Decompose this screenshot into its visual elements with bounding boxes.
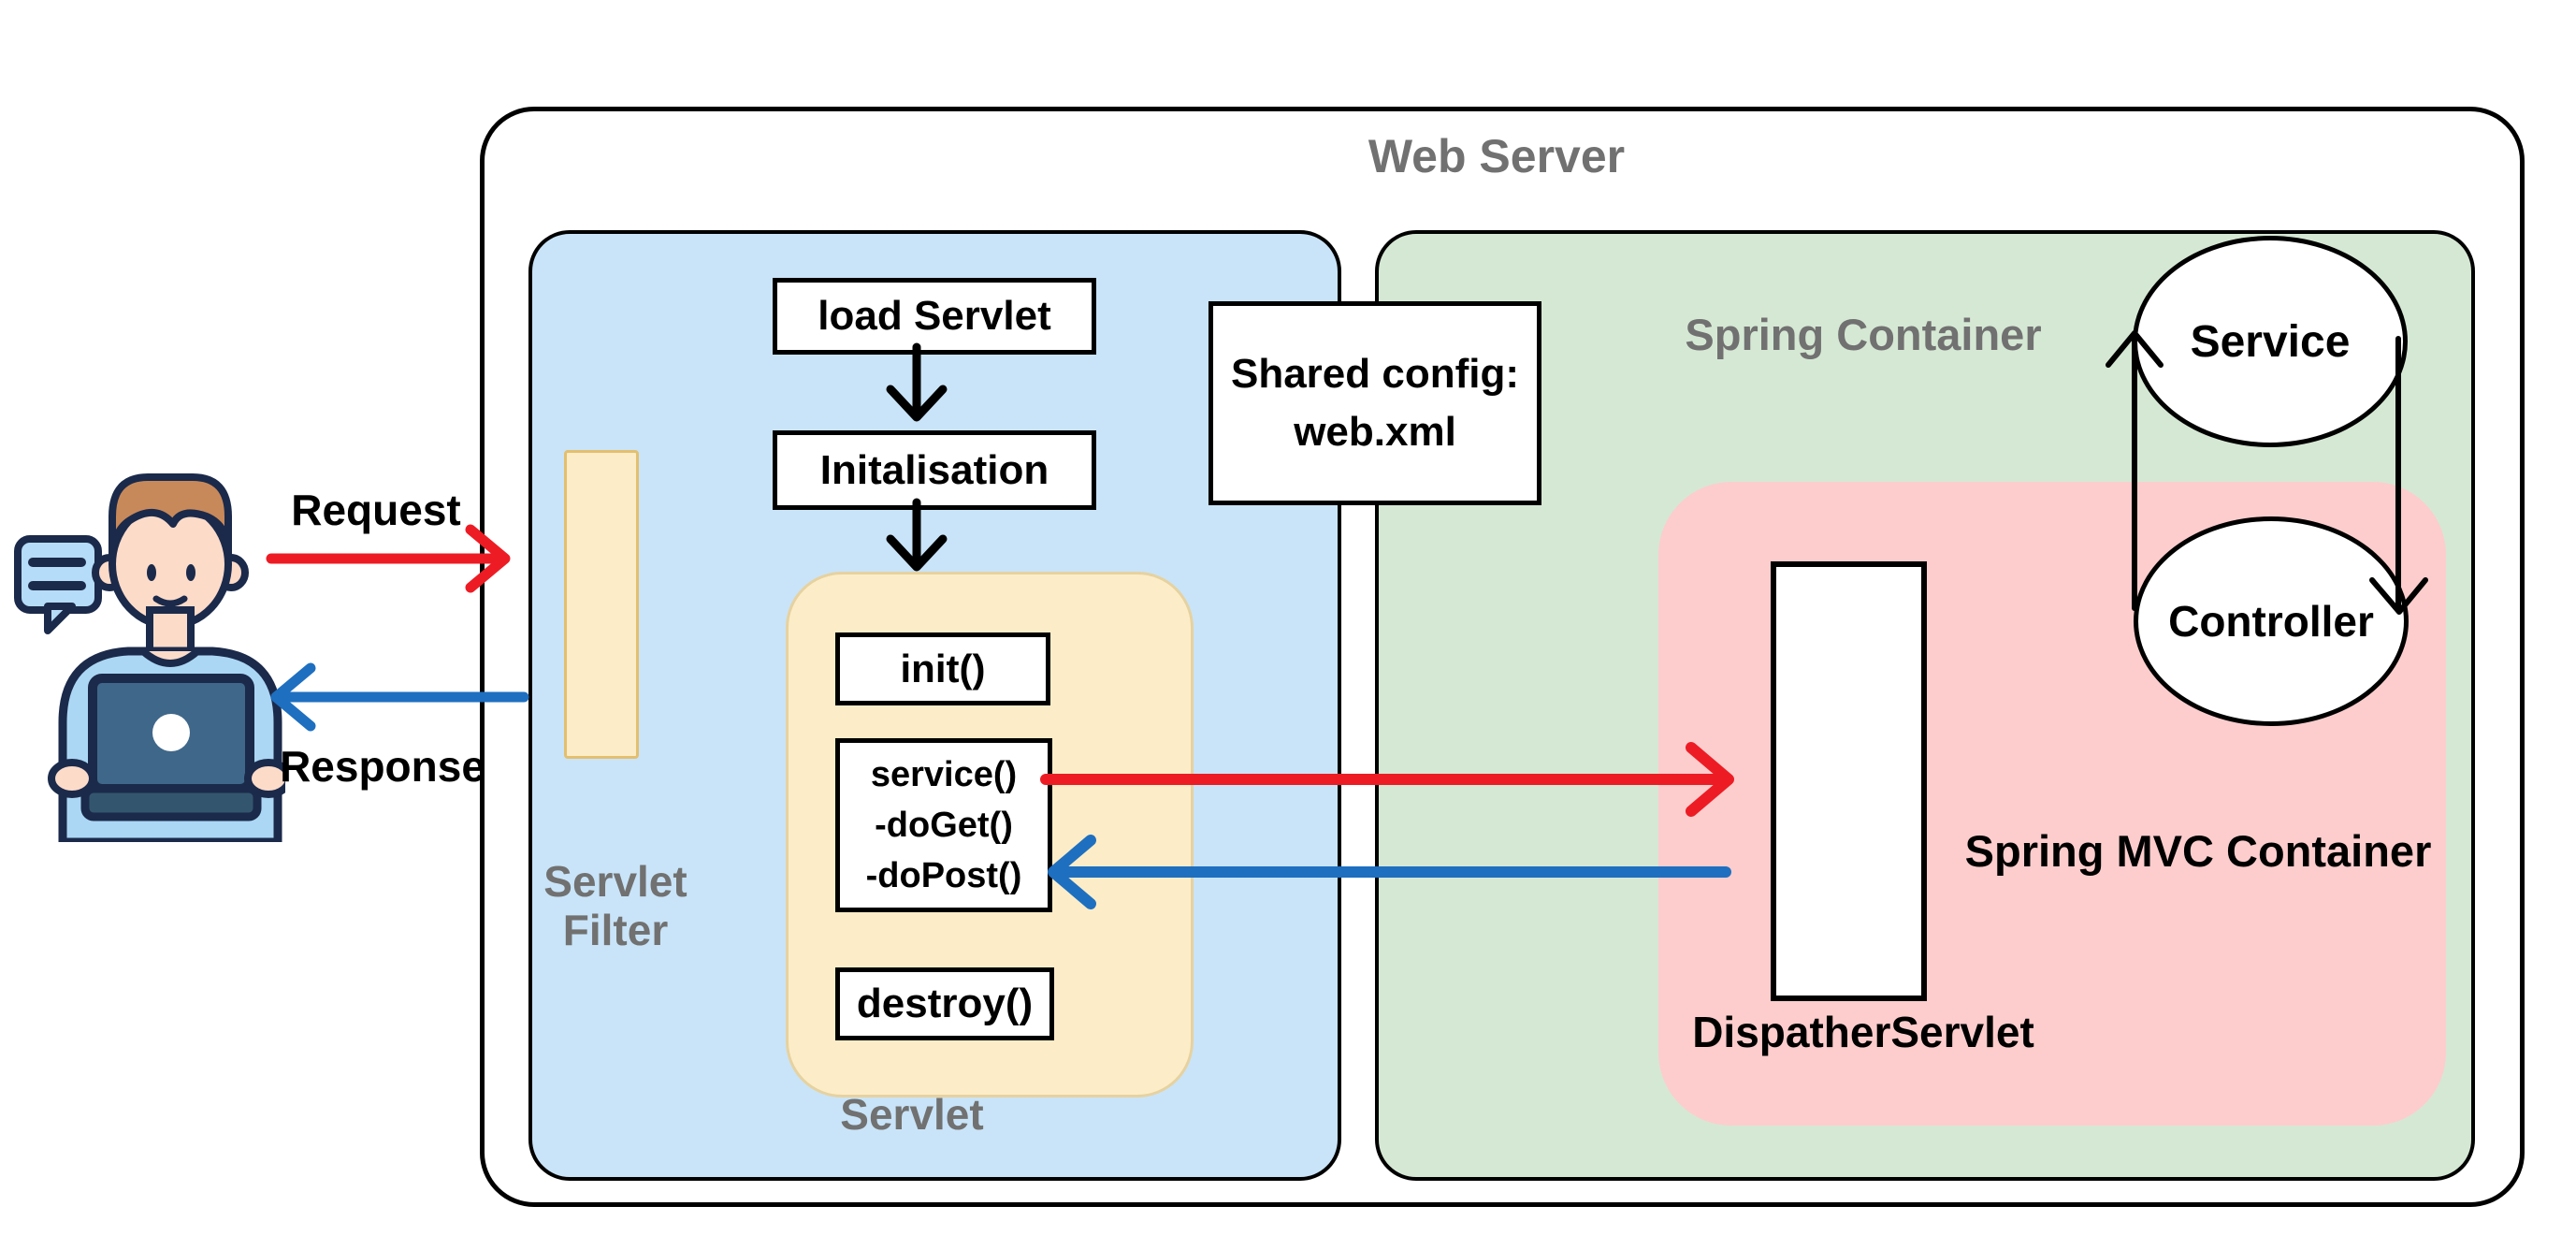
servlet-label: Servlet [840, 1090, 984, 1139]
request-label: Request [291, 486, 461, 534]
load-servlet-box: load Servlet [773, 278, 1096, 355]
initialisation-box: Initalisation [773, 430, 1096, 510]
request-arrow [266, 524, 511, 593]
service-method-box: service() -doGet() -doPost() [835, 738, 1052, 912]
shared-config-line1: Shared config: [1230, 351, 1520, 397]
servlet-filter-label: Servlet Filter [494, 857, 737, 954]
laptop-icon [48, 674, 285, 821]
dispatcher-servlet-label: DispatherServlet [1692, 1008, 2034, 1056]
destroy-method-box: destroy() [835, 967, 1054, 1040]
web-server-title: Web Server [1368, 130, 1626, 182]
doget-method-line: -doGet() [875, 806, 1013, 845]
service-node: Service [2133, 236, 2408, 447]
shared-config-line2: web.xml [1294, 409, 1456, 455]
shared-config-box: Shared config: web.xml [1208, 301, 1541, 505]
controller-node: Controller [2134, 516, 2409, 726]
servlet-filter-label-line1: Servlet [543, 857, 687, 906]
user-icon [14, 473, 285, 842]
init-method-box: init() [835, 632, 1050, 705]
dopost-method-line: -doPost() [865, 856, 1022, 895]
servlet-filter-bar [564, 450, 639, 759]
spring-container-label: Spring Container [1685, 310, 2042, 359]
response-label: Response [280, 742, 485, 791]
speech-bubble-icon [14, 535, 102, 634]
servlet-filter-label-line2: Filter [562, 906, 669, 954]
service-method-line: service() [870, 755, 1018, 794]
dispatcher-servlet-rect [1771, 561, 1927, 1001]
hair [109, 473, 232, 558]
spring-mvc-container-label: Spring MVC Container [1964, 826, 2432, 876]
